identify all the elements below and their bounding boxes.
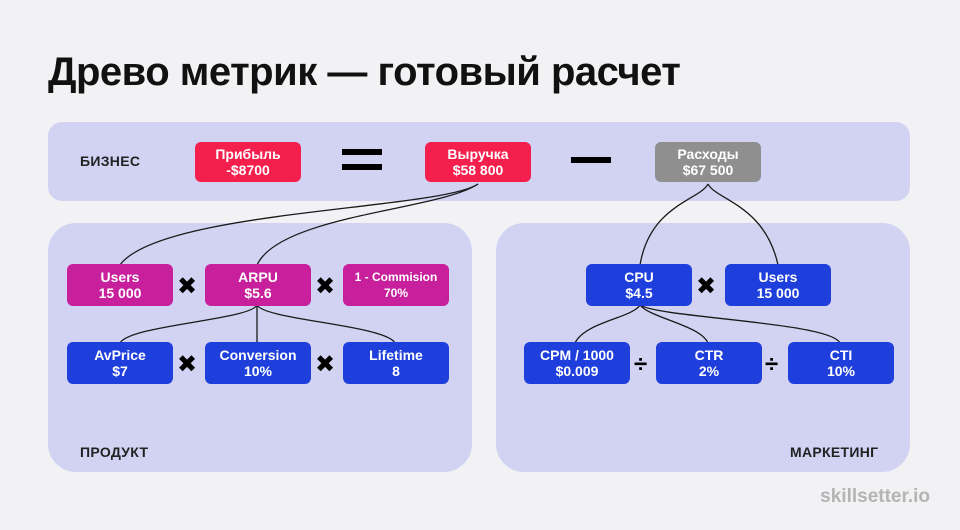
divide-icon: ÷ bbox=[765, 351, 779, 378]
cti-box: CTI 10% bbox=[788, 342, 894, 384]
connector-arpu-avprice bbox=[119, 304, 258, 344]
brand-logo: skillsetter.io bbox=[820, 486, 930, 507]
connector-cpu-cpm bbox=[574, 304, 641, 344]
profit-value: -$8700 bbox=[226, 162, 270, 178]
arpu-label: ARPU bbox=[238, 269, 278, 285]
connector-cpu-ctr bbox=[639, 304, 709, 344]
avprice-value: $7 bbox=[112, 363, 128, 379]
product-users-box: Users 15 000 bbox=[67, 264, 173, 306]
multiply-icon: ✖ bbox=[696, 273, 717, 300]
conversion-box: Conversion 10% bbox=[205, 342, 311, 384]
cpm-label: CPM / 1000 bbox=[540, 347, 614, 363]
revenue-label: Выручка bbox=[447, 146, 509, 162]
cpu-box: CPU $4.5 bbox=[586, 264, 692, 306]
section-label-product: ПРОДУКТ bbox=[80, 444, 149, 460]
page-title: Древо метрик — готовый расчет bbox=[48, 50, 681, 94]
product-users-label: Users bbox=[100, 269, 140, 285]
conversion-value: 10% bbox=[243, 363, 273, 379]
commission-value: 70% bbox=[383, 286, 409, 300]
marketing-users-label: Users bbox=[758, 269, 798, 285]
section-label-business: БИЗНЕС bbox=[80, 153, 141, 169]
marketing-users-value: 15 000 bbox=[756, 285, 800, 301]
multiply-icon: ✖ bbox=[177, 351, 198, 378]
section-label-marketing: МАРКЕТИНГ bbox=[790, 444, 879, 460]
connector-expenses-cpu bbox=[639, 183, 709, 266]
equals-icon bbox=[342, 149, 382, 173]
commission-label: 1 - Commision bbox=[354, 270, 438, 284]
lifetime-label: Lifetime bbox=[369, 347, 423, 363]
commission-box: 1 - Commision 70% bbox=[343, 264, 449, 306]
multiply-icon: ✖ bbox=[315, 273, 336, 300]
expenses-value: $67 500 bbox=[682, 162, 734, 178]
revenue-value: $58 800 bbox=[452, 162, 504, 178]
arpu-value: $5.6 bbox=[244, 285, 272, 301]
connector-revenue-users bbox=[119, 183, 479, 266]
conversion-label: Conversion bbox=[219, 347, 297, 363]
connector-cpu-cti bbox=[639, 304, 841, 344]
avprice-label: AvPrice bbox=[94, 347, 146, 363]
expenses-box: Расходы $67 500 bbox=[655, 142, 761, 182]
cpu-label: CPU bbox=[624, 269, 654, 285]
cpm-box: CPM / 1000 $0.009 bbox=[524, 342, 630, 384]
ctr-value: 2% bbox=[698, 363, 720, 379]
profit-label: Прибыль bbox=[215, 146, 281, 162]
connector-expenses-users bbox=[707, 183, 779, 266]
multiply-icon: ✖ bbox=[177, 273, 198, 300]
lifetime-box: Lifetime 8 bbox=[343, 342, 449, 384]
profit-box: Прибыль -$8700 bbox=[195, 142, 301, 182]
lifetime-value: 8 bbox=[392, 363, 400, 379]
cti-label: CTI bbox=[829, 347, 853, 363]
cpm-value: $0.009 bbox=[555, 363, 599, 379]
connector-revenue-arpu bbox=[256, 183, 479, 266]
cpu-value: $4.5 bbox=[625, 285, 653, 301]
expenses-label: Расходы bbox=[677, 146, 739, 162]
arpu-box: ARPU $5.6 bbox=[205, 264, 311, 306]
connector-arpu-lifetime bbox=[256, 304, 396, 344]
avprice-box: AvPrice $7 bbox=[67, 342, 173, 384]
revenue-box: Выручка $58 800 bbox=[425, 142, 531, 182]
divide-icon: ÷ bbox=[634, 351, 648, 378]
ctr-box: CTR 2% bbox=[656, 342, 762, 384]
cti-value: 10% bbox=[826, 363, 856, 379]
multiply-icon: ✖ bbox=[315, 351, 336, 378]
minus-icon bbox=[571, 157, 611, 163]
marketing-users-box: Users 15 000 bbox=[725, 264, 831, 306]
ctr-label: CTR bbox=[694, 347, 724, 363]
product-users-value: 15 000 bbox=[98, 285, 142, 301]
